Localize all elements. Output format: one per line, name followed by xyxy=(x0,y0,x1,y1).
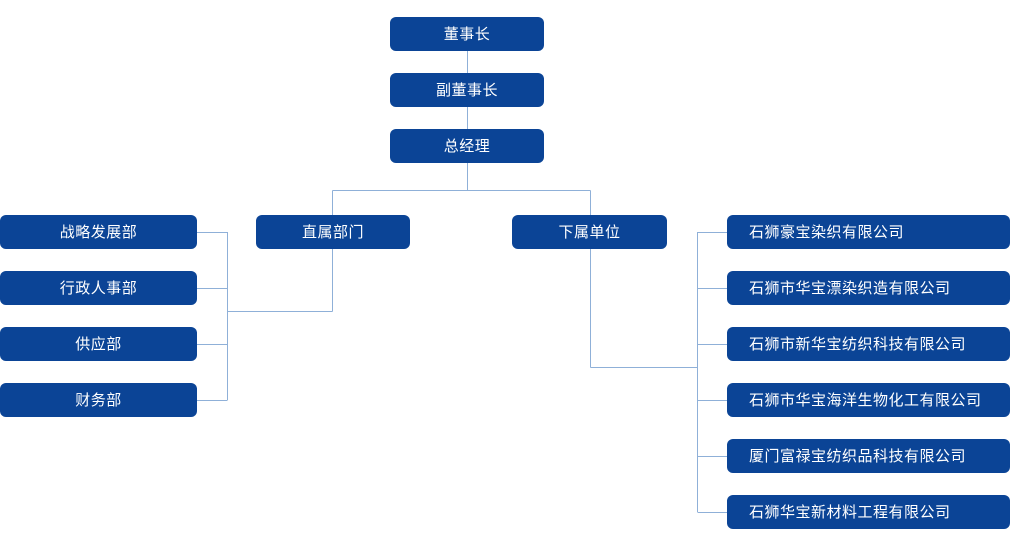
node-company[interactable]: 石狮市新华宝纺织科技有限公司 xyxy=(727,327,1010,361)
node-subordinate-units[interactable]: 下属单位 xyxy=(512,215,667,249)
node-chairman-label: 董事长 xyxy=(443,24,491,43)
node-company-label: 石狮华宝新材料工程有限公司 xyxy=(749,502,951,521)
node-department[interactable]: 行政人事部 xyxy=(0,271,197,305)
node-subordinate-units-label: 下属单位 xyxy=(558,222,621,241)
node-company[interactable]: 石狮华宝新材料工程有限公司 xyxy=(727,495,1010,529)
node-company-label: 石狮市华宝漂染织造有限公司 xyxy=(749,278,951,297)
node-department-label: 行政人事部 xyxy=(59,278,138,297)
node-department[interactable]: 财务部 xyxy=(0,383,197,417)
node-chairman[interactable]: 董事长 xyxy=(390,17,544,51)
node-direct-departments-label: 直属部门 xyxy=(301,222,364,241)
node-company[interactable]: 石狮市华宝海洋生物化工有限公司 xyxy=(727,383,1010,417)
node-company-label: 厦门富禄宝纺织品科技有限公司 xyxy=(749,446,967,465)
node-department-label: 财务部 xyxy=(75,390,122,409)
node-company-label: 石狮市新华宝纺织科技有限公司 xyxy=(749,334,967,353)
node-department[interactable]: 战略发展部 xyxy=(0,215,197,249)
node-vice-chairman-label: 副董事长 xyxy=(435,80,498,99)
node-vice-chairman[interactable]: 副董事长 xyxy=(390,73,544,107)
node-department-label: 供应部 xyxy=(75,334,122,353)
node-direct-departments[interactable]: 直属部门 xyxy=(256,215,410,249)
node-company[interactable]: 厦门富禄宝纺织品科技有限公司 xyxy=(727,439,1010,473)
node-general-manager-label: 总经理 xyxy=(443,136,491,155)
node-company-label: 石狮豪宝染织有限公司 xyxy=(749,222,905,241)
node-company-label: 石狮市华宝海洋生物化工有限公司 xyxy=(749,390,982,409)
node-department-label: 战略发展部 xyxy=(59,222,138,241)
node-company[interactable]: 石狮市华宝漂染织造有限公司 xyxy=(727,271,1010,305)
node-company[interactable]: 石狮豪宝染织有限公司 xyxy=(727,215,1010,249)
node-general-manager[interactable]: 总经理 xyxy=(390,129,544,163)
node-department[interactable]: 供应部 xyxy=(0,327,197,361)
